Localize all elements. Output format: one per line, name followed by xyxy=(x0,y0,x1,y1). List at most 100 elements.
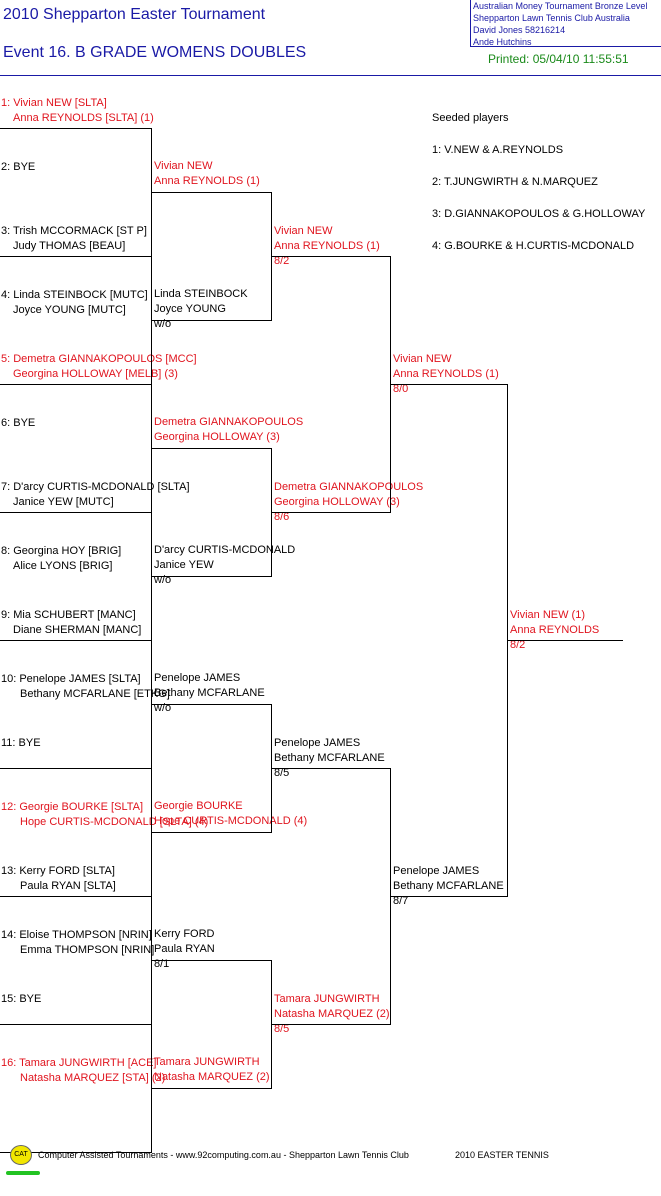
round4-line1: Vivian NEW xyxy=(393,353,452,365)
round3-score: 8/2 xyxy=(274,255,290,267)
round4-line2: Anna REYNOLDS (1) xyxy=(393,368,499,380)
bracket-line xyxy=(0,256,152,257)
info-line-level: Australian Money Tournament Bronze Level xyxy=(473,1,648,11)
round2-score: 8/1 xyxy=(154,958,170,970)
round4-line2: Bethany MCFARLANE xyxy=(393,880,504,892)
seeded-item: 1: V.NEW & A.REYNOLDS xyxy=(432,144,564,156)
bracket-line xyxy=(151,128,152,257)
round2-score: w/o xyxy=(154,318,172,330)
draw-entry-line1: 15: BYE xyxy=(1,993,42,1005)
bracket-line xyxy=(0,896,152,897)
printed-timestamp: Printed: 05/04/10 11:55:51 xyxy=(488,52,629,66)
round3-score: 8/5 xyxy=(274,767,290,779)
bracket-line xyxy=(152,704,272,705)
bracket-line xyxy=(0,1024,152,1025)
bracket-line xyxy=(272,512,391,513)
bracket-line xyxy=(152,832,272,833)
round4-score: 8/0 xyxy=(393,383,409,395)
header-divider xyxy=(0,75,661,76)
draw-entry-line1: 11: BYE xyxy=(1,737,41,749)
draw-entry-line1: 10: Penelope JAMES [SLTA] xyxy=(1,673,141,685)
bracket-line xyxy=(271,960,272,1089)
bracket-line xyxy=(152,448,272,449)
info-line-referee: Ande Hutchins xyxy=(473,37,532,47)
bracket-line xyxy=(272,256,391,257)
bracket-line xyxy=(272,1024,391,1025)
winner-line1: Vivian NEW (1) xyxy=(510,609,585,621)
draw-entry-line1: 3: Trish MCCORMACK [ST P] xyxy=(1,225,147,237)
logo-underline xyxy=(6,1171,40,1175)
draw-entry-line2: Alice LYONS [BRIG] xyxy=(13,560,113,572)
bracket-line xyxy=(271,448,272,577)
draw-entry-line2: Bethany MCFARLANE [ETKG] xyxy=(20,688,170,700)
round3-line2: Bethany MCFARLANE xyxy=(274,752,385,764)
draw-entry-line1: 9: Mia SCHUBERT [MANC] xyxy=(1,609,136,621)
info-line-contact: David Jones 58216214 xyxy=(473,25,566,35)
round2-line2: Anna REYNOLDS (1) xyxy=(154,175,260,187)
draw-entry-line2: Janice YEW [MUTC] xyxy=(13,496,114,508)
round3-score: 8/6 xyxy=(274,511,290,523)
tournament-title: 2010 Shepparton Easter Tournament xyxy=(3,6,266,23)
round2-line1: Tamara JUNGWIRTH xyxy=(154,1056,260,1068)
winner-score: 8/2 xyxy=(510,639,526,651)
bracket-line xyxy=(271,704,272,833)
bracket-line xyxy=(151,512,152,641)
seeded-title: Seeded players xyxy=(432,112,509,124)
bracket-line xyxy=(152,320,272,321)
draw-entry-line2: Diane SHERMAN [MANC] xyxy=(13,624,142,636)
seeded-item: 3: D.GIANNAKOPOULOS & G.HOLLOWAY xyxy=(432,208,646,220)
draw-entry-line1: 16: Tamara JUNGWIRTH [ACE] xyxy=(1,1057,157,1069)
round2-line1: Vivian NEW xyxy=(154,160,213,172)
seeded-item: 4: G.BOURKE & H.CURTIS-MCDONALD xyxy=(432,240,635,252)
footer-event: 2010 EASTER TENNIS xyxy=(455,1150,549,1160)
round2-line1: Georgie BOURKE xyxy=(154,800,243,812)
cat-logo: CAT xyxy=(10,1145,32,1165)
draw-entry-line1: 12: Georgie BOURKE [SLTA] xyxy=(1,801,144,813)
info-line-club: Shepparton Lawn Tennis Club Australia xyxy=(473,13,630,23)
bracket-line xyxy=(0,1152,152,1153)
bracket-line xyxy=(272,768,391,769)
round3-line2: Anna REYNOLDS (1) xyxy=(274,240,380,252)
draw-entry-line2: Judy THOMAS [BEAU] xyxy=(13,240,126,252)
seeded-item: 2: T.JUNGWIRTH & N.MARQUEZ xyxy=(432,176,598,188)
round2-line2: Natasha MARQUEZ (2) xyxy=(154,1071,270,1083)
round2-line2: Janice YEW xyxy=(154,559,214,571)
round4-score: 8/7 xyxy=(393,895,409,907)
round2-line1: Kerry FORD xyxy=(154,928,215,940)
draw-entry-line2: Hope CURTIS-MCDONALD [SLTA] (4) xyxy=(20,816,209,828)
event-title: Event 16. B GRADE WOMENS DOUBLES xyxy=(3,44,307,61)
tournament-info-box: Australian Money Tournament Bronze Level… xyxy=(470,0,661,47)
bracket-line xyxy=(151,640,152,769)
bracket-line xyxy=(0,128,152,129)
draw-entry-line1: 13: Kerry FORD [SLTA] xyxy=(1,865,115,877)
bracket-line xyxy=(390,256,391,513)
round3-line1: Penelope JAMES xyxy=(274,737,361,749)
bracket-line xyxy=(271,192,272,321)
round2-score: w/o xyxy=(154,702,172,714)
draw-entry-line1: 7: D'arcy CURTIS-MCDONALD [SLTA] xyxy=(1,481,190,493)
cat-logo-text: CAT xyxy=(14,1151,28,1158)
bracket-line xyxy=(151,1024,152,1153)
bracket-line xyxy=(152,960,272,961)
draw-entry-line1: 6: BYE xyxy=(1,417,36,429)
round2-line1: Linda STEINBOCK xyxy=(154,288,248,300)
bracket-line xyxy=(390,768,391,1025)
round3-line1: Tamara JUNGWIRTH xyxy=(274,993,380,1005)
round3-score: 8/5 xyxy=(274,1023,290,1035)
draw-entry-line1: 8: Georgina HOY [BRIG] xyxy=(1,545,122,557)
round4-line1: Penelope JAMES xyxy=(393,865,480,877)
bracket-line xyxy=(151,384,152,513)
bracket-line xyxy=(0,640,152,641)
draw-entry-line2: Natasha MARQUEZ [STA] (2) xyxy=(20,1072,166,1084)
bracket-line xyxy=(0,512,152,513)
draw-entry-line1: 1: Vivian NEW [SLTA] xyxy=(1,97,107,109)
bracket-line xyxy=(152,1088,272,1089)
round3-line1: Vivian NEW xyxy=(274,225,333,237)
bracket-line xyxy=(0,384,152,385)
bracket-line xyxy=(0,768,152,769)
draw-entry-line1: 2: BYE xyxy=(1,161,36,173)
round2-line1: Penelope JAMES xyxy=(154,672,241,684)
round2-line2: Bethany MCFARLANE xyxy=(154,687,265,699)
round3-line2: Georgina HOLLOWAY (3) xyxy=(274,496,400,508)
winner-line2: Anna REYNOLDS xyxy=(510,624,600,636)
